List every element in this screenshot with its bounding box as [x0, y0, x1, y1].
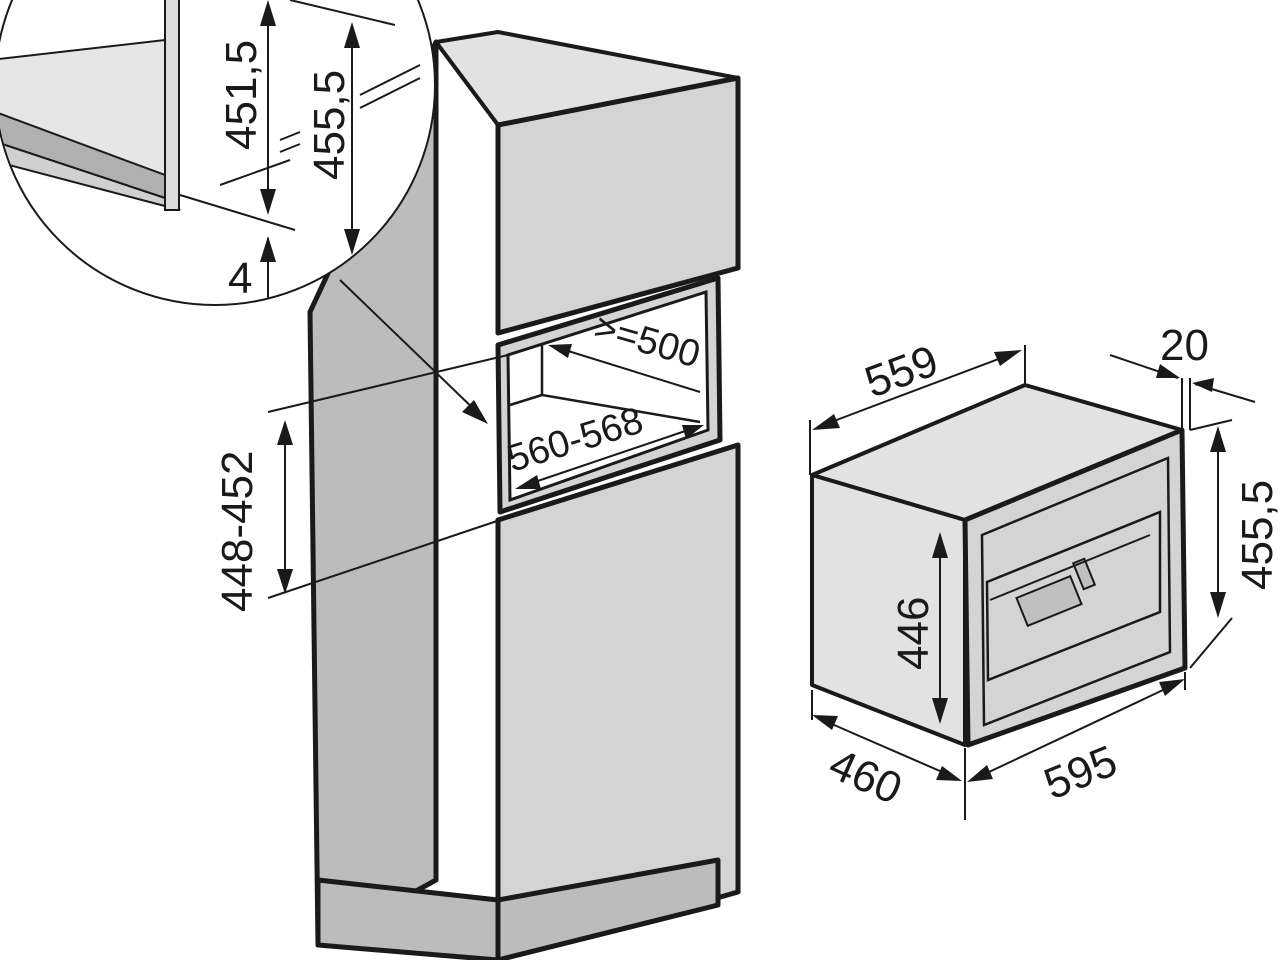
appliance-front-thickness-label: 20	[1160, 321, 1209, 370]
appliance-depth-label: 460	[822, 739, 909, 814]
detail-dim-455-5: 455,5	[305, 70, 354, 180]
detail-magnifier: 451,5 455,5 4	[0, 0, 436, 306]
appliance-body-height-label: 446	[889, 597, 938, 670]
detail-dim-4: 4	[228, 254, 252, 303]
cabinet-plinth	[315, 877, 501, 960]
niche-opening	[506, 289, 710, 503]
appliance-front-height-label: 455,5	[1233, 480, 1280, 590]
appliance-top-width-label: 559	[859, 336, 945, 407]
detail-dim-451-5: 451,5	[217, 40, 266, 150]
tall-cabinet	[307, 30, 741, 960]
cabinet-upper-door	[495, 75, 741, 336]
appliance	[810, 383, 1188, 748]
appliance-front-width-label: 595	[1037, 736, 1123, 809]
detail-leader	[339, 279, 488, 424]
appliance-side	[810, 473, 967, 747]
niche-height-label: 448-452	[213, 451, 262, 612]
